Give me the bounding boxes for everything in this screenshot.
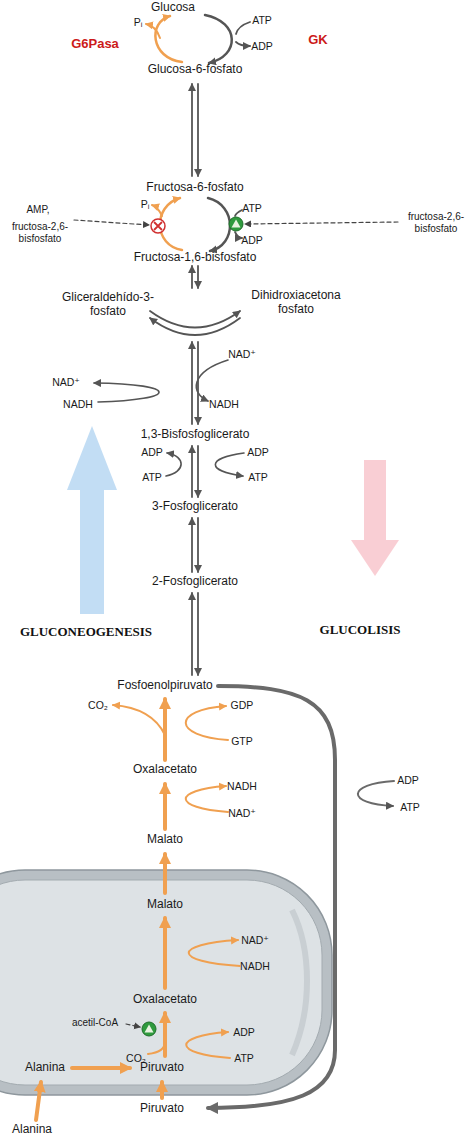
cofactor-label: ATP: [234, 1052, 254, 1064]
glucokinase-arrow: [205, 15, 232, 63]
metabolite-label: Fructosa-1,6-bisfosfato: [134, 251, 257, 265]
fbpase-arrow: [160, 198, 182, 250]
metabolite-label: 2-Fosfoglicerato: [152, 575, 238, 589]
atp-arc: [358, 781, 394, 806]
metabolite-label: Gliceraldehído-3-fosfato: [52, 291, 164, 319]
pepck-arrow: [163, 699, 167, 760]
metabolite-label: 3-Fosfoglicerato: [152, 500, 238, 514]
regulator-label: AMP,: [26, 204, 49, 216]
equilibrium-arrow: [197, 446, 199, 497]
equilibrium-arrow: [191, 593, 193, 675]
metabolite-label: Piruvato: [140, 1061, 184, 1075]
equilibrium-arrow: [197, 84, 199, 176]
adp-output: [236, 42, 250, 46]
cofactor-label: ATP: [242, 202, 262, 214]
metabolite-label: Glucosa: [151, 1, 195, 15]
metabolite-label: Dihidroxiacetona fosfato: [237, 289, 355, 317]
metabolite-label: Alanina: [25, 1061, 65, 1075]
equilibrium-arrow: [191, 342, 193, 424]
cofactor-label: Pᵢ: [141, 198, 150, 210]
equilibrium-arrow: [191, 446, 193, 497]
regulator-label: fructosa-2,6-bisfosfato: [4, 221, 76, 244]
equilibrium-arrow: [191, 266, 193, 288]
pathway-label: GLUCONEOGENESIS: [20, 625, 152, 640]
phosphate-release: [146, 24, 160, 38]
atp-arc: [215, 453, 244, 476]
inhibition-leader: [74, 220, 149, 225]
metabolite-label: Malato: [147, 833, 183, 847]
metabolite-label: Glucosa-6-fosfato: [148, 63, 243, 77]
g6pase-arrow: [155, 16, 182, 62]
glycolysis-arrow: [351, 460, 399, 576]
metabolite-label: Oxalacetato: [133, 993, 197, 1007]
equilibrium-arrow: [191, 84, 193, 176]
cofactor-label: CO₂: [88, 699, 108, 711]
regulator-label: acetil-CoA: [72, 1017, 118, 1029]
isomerase-arrow: [150, 318, 240, 335]
cofactor-label: ATP: [142, 471, 162, 483]
cofactor-label: NAD⁺: [241, 934, 269, 946]
cofactor-label: NADH: [63, 398, 93, 410]
equilibrium-arrow: [197, 342, 199, 424]
atp-input: [235, 210, 242, 216]
cofactor-label: ADP: [141, 446, 163, 458]
atp-input: [236, 22, 250, 34]
metabolite-label: Fosfoenolpiruvato: [117, 679, 212, 693]
gtp-arc: [186, 706, 228, 740]
cofactor-label: ATP: [400, 801, 420, 813]
cofactor-label: NAD⁺: [228, 348, 256, 360]
cofactor-label: NADH: [209, 398, 239, 410]
mdh-arrow: [163, 784, 167, 829]
metabolite-label: Malato: [147, 898, 183, 912]
cofactor-label: Pᵢ: [134, 16, 143, 28]
cofactor-label: ATP: [248, 471, 268, 483]
cofactor-label: ADP: [233, 1026, 255, 1038]
metabolite-label: 1,3-Bisfosfoglicerato: [141, 428, 250, 442]
adp-output: [235, 232, 242, 238]
pfk-arrow: [208, 198, 230, 251]
nad-arc: [186, 786, 228, 812]
activation-leader: [245, 222, 398, 224]
equilibrium-arrow: [197, 266, 199, 288]
activation-symbol: [229, 217, 243, 231]
cofactor-label: NADH: [227, 780, 257, 792]
metabolite-label: Oxalacetato: [133, 763, 197, 777]
cofactor-label: ADP: [247, 446, 269, 458]
metabolite-label: Alanina: [12, 1123, 52, 1137]
atp-arc: [166, 453, 181, 476]
gluconeogenesis-arrow: [67, 426, 117, 614]
cofactor-label: ATP: [252, 14, 272, 26]
cofactor-label: GDP: [231, 699, 254, 711]
mitochondrion: MalatoNAD⁺ NADH Oxalacetato acetil-CoA ADP AT…: [0, 870, 332, 1095]
isomerase-arrow: [150, 311, 240, 328]
cofactor-label: ADP: [397, 774, 419, 786]
equilibrium-arrow: [191, 518, 193, 572]
inhibition-symbol: [151, 219, 165, 233]
nad-arc: [196, 360, 228, 401]
co2-release: [113, 705, 165, 735]
regulator-label: fructosa-2,6-bisfosfato: [400, 211, 472, 234]
cofactor-label: ADP: [241, 234, 263, 246]
phosphate-release: [152, 205, 162, 216]
cofactor-label: NAD⁺: [228, 807, 256, 819]
cofactor-label: ADP: [251, 40, 273, 52]
cofactor-label: GTP: [231, 735, 253, 747]
cofactor-label: NAD⁺: [52, 376, 80, 388]
metabolite-label: Piruvato: [140, 1102, 184, 1116]
equilibrium-arrow: [197, 518, 199, 572]
enzyme-label: G6Pasa: [71, 37, 119, 52]
equilibrium-arrow: [197, 593, 199, 675]
pathway-label: GLUCOLISIS: [320, 623, 401, 638]
metabolite-label: Fructosa-6-fosfato: [146, 181, 243, 195]
nad-arc: [94, 383, 159, 402]
enzyme-label: GK: [308, 33, 328, 48]
cofactor-label: NADH: [240, 960, 270, 972]
